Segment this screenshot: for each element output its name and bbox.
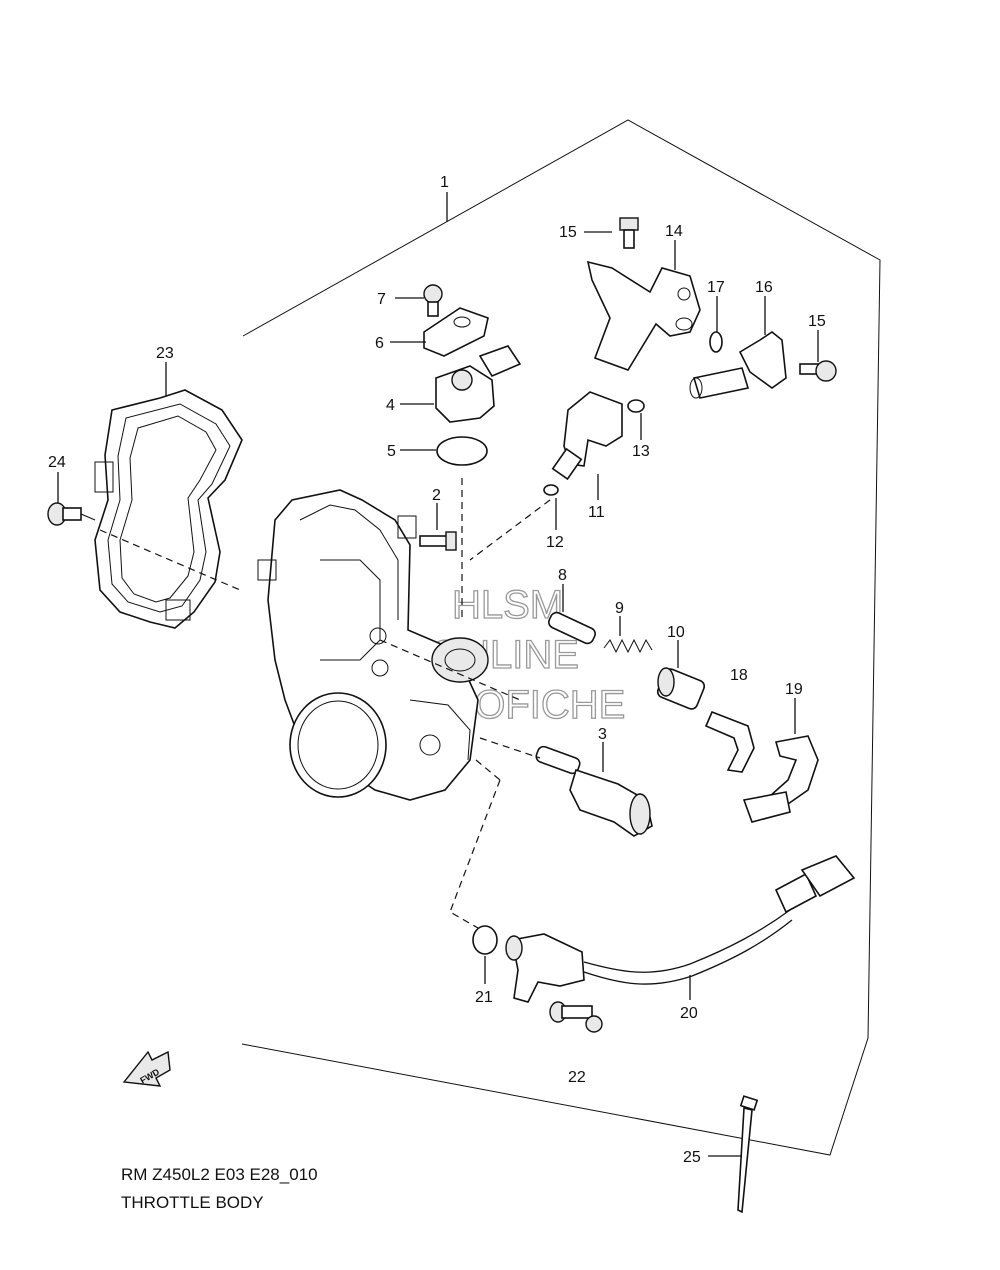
assembly-outline — [241, 119, 881, 1156]
callout-25: 25 — [683, 1149, 701, 1166]
callout-labels: 1 2 3 4 5 6 7 8 9 10 11 12 13 14 15 15 1… — [48, 174, 826, 1166]
leader-lines — [57, 192, 819, 1157]
callout-21: 21 — [475, 989, 493, 1006]
callout-12: 12 — [546, 534, 564, 551]
callout-1: 1 — [440, 174, 449, 191]
cover-part — [94, 389, 243, 629]
callout-20: 20 — [680, 1005, 698, 1022]
screw-2 — [419, 531, 457, 551]
sensor-4 — [435, 345, 522, 423]
callout-6: 6 — [375, 335, 384, 352]
screw-15-top — [619, 217, 639, 249]
callout-18: 18 — [730, 667, 748, 684]
cap-10 — [656, 667, 706, 710]
callout-2: 2 — [432, 487, 441, 504]
callout-15-right: 15 — [808, 313, 826, 330]
o-ring-5 — [436, 436, 488, 466]
throttle-body — [257, 489, 489, 801]
watermark-line-1: HLSM — [452, 583, 563, 627]
model-code: RM Z450L2 E03 E28_010 — [121, 1165, 318, 1184]
assembly-lines — [99, 478, 551, 929]
screw-24 — [47, 502, 96, 526]
callout-14: 14 — [665, 223, 683, 240]
sensor-3 — [535, 745, 653, 837]
callout-11: 11 — [588, 504, 605, 521]
tie-25 — [737, 1095, 759, 1214]
callout-10: 10 — [667, 624, 685, 641]
fwd-arrow-icon: FWD — [122, 1050, 171, 1087]
callout-3: 3 — [598, 726, 607, 743]
callout-17: 17 — [707, 279, 725, 296]
callout-9: 9 — [615, 600, 624, 617]
callout-22: 22 — [568, 1069, 586, 1086]
o-ring-13 — [627, 399, 645, 413]
callout-7: 7 — [377, 291, 386, 308]
o-ring-21 — [472, 925, 498, 955]
callout-15-top: 15 — [559, 224, 577, 241]
callout-16: 16 — [755, 279, 773, 296]
o-ring-12 — [543, 484, 559, 496]
o-ring-17 — [709, 331, 723, 353]
screw-22 — [549, 1001, 603, 1033]
plunger-8 — [548, 611, 596, 645]
bracket-14 — [586, 260, 701, 371]
hose-18 — [704, 710, 755, 773]
screw-15-right — [799, 360, 837, 382]
bracket-6 — [423, 307, 489, 357]
callout-8: 8 — [558, 567, 567, 584]
fitting-16 — [689, 331, 787, 399]
callout-24: 24 — [48, 454, 66, 471]
callout-4: 4 — [386, 397, 395, 414]
callout-23: 23 — [156, 345, 174, 362]
callout-5: 5 — [387, 443, 396, 460]
sensor-20 — [505, 855, 856, 1003]
callout-19: 19 — [785, 681, 803, 698]
injector-11 — [551, 391, 623, 481]
screw-7 — [423, 284, 443, 317]
elbow-fitting-19 — [742, 735, 819, 823]
callout-13: 13 — [632, 443, 650, 460]
spring-9 — [603, 638, 653, 654]
diagram-title: THROTTLE BODY — [121, 1193, 264, 1212]
